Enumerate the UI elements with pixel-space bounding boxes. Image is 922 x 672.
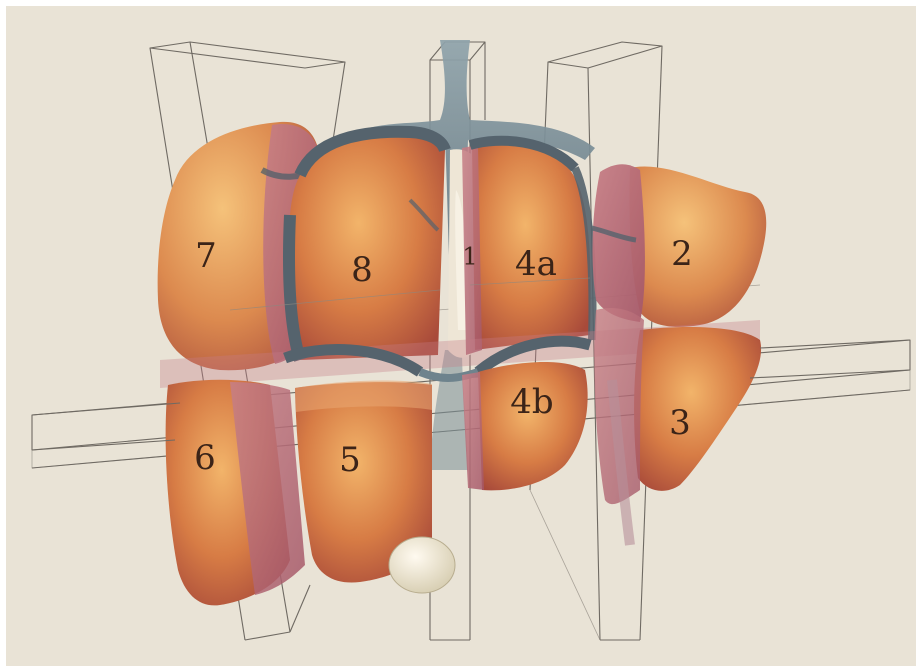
segment-6 [166,380,305,606]
segment-8 [288,132,445,360]
segment-7-label: 7 [195,236,217,276]
segment-3-label: 3 [669,403,691,443]
segment-5-label: 5 [339,440,361,480]
segment-1-label: 1 [462,243,477,271]
segment-2-label: 2 [671,234,693,274]
segment-6-label: 6 [194,438,216,478]
gallbladder [389,537,455,593]
segment-4a-label: 4a [515,244,557,284]
segment-4b-label: 4b [510,382,553,422]
segment-8-label: 8 [351,250,373,290]
